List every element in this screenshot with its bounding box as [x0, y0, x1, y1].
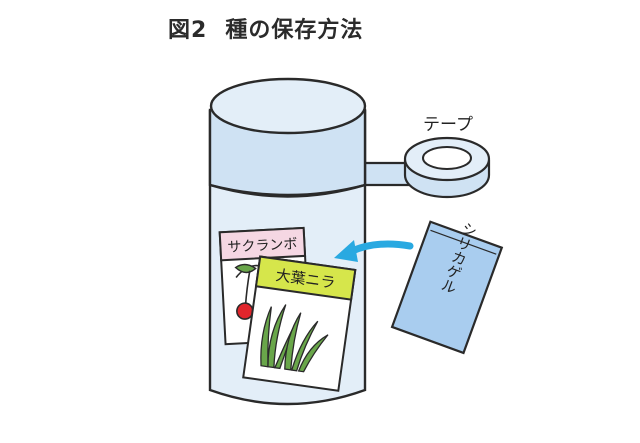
tape-hole: [422, 146, 472, 170]
sprout-icon: [260, 304, 329, 373]
jar: サクランボ 大葉ニラ: [208, 77, 367, 406]
seed-packet-leek: 大葉ニラ: [242, 255, 357, 392]
jar-lid-top: [209, 77, 367, 135]
figure-caption: 種の保存方法: [225, 18, 364, 43]
tape-roll: [361, 136, 491, 199]
tape-label: テープ: [423, 115, 473, 135]
jar-lid-seam: [209, 183, 366, 198]
silica-gel-packet: シリカゲル: [390, 219, 504, 355]
packet-cherry-label: サクランボ: [227, 236, 298, 256]
figure-title: 図2 種の保存方法: [168, 12, 363, 44]
cherry-icon: [234, 263, 262, 320]
figure-number: 図2: [168, 18, 208, 43]
curved-arrow-icon: [334, 240, 414, 262]
